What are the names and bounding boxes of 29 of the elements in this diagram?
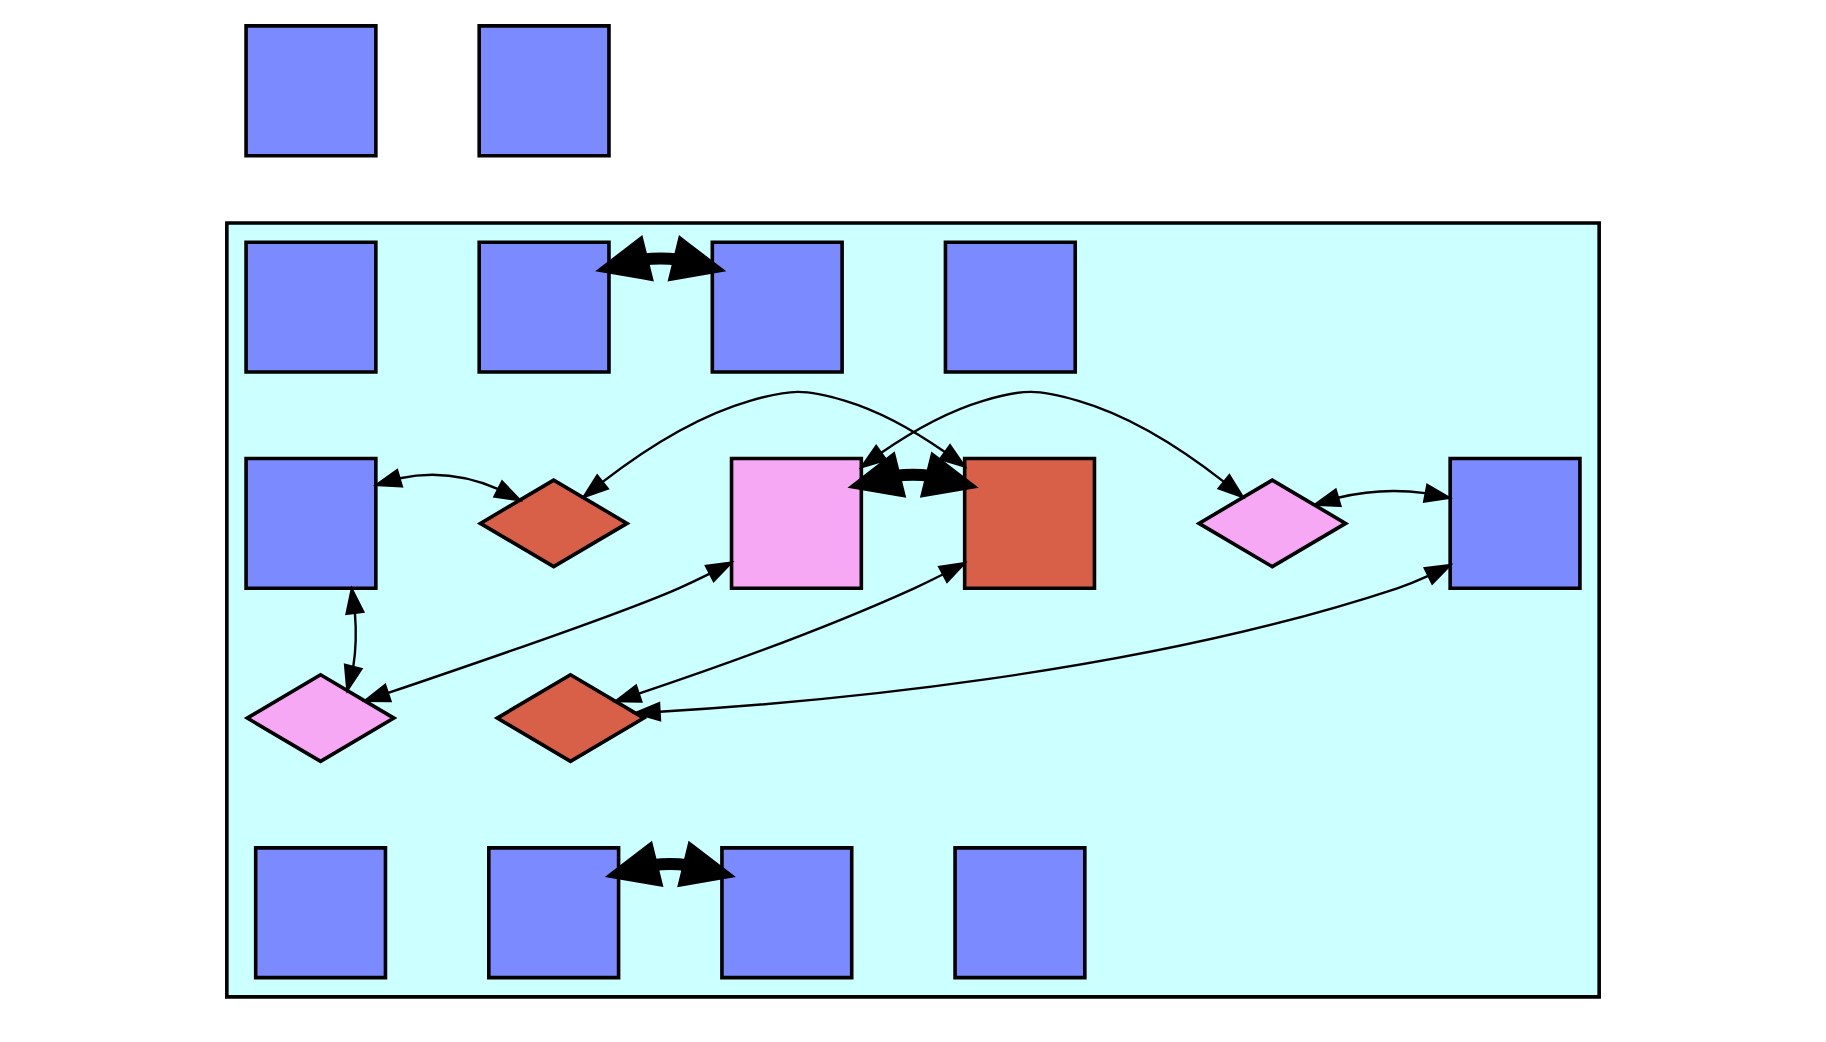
- arrow: [847, 451, 979, 498]
- node-box: [244, 24, 378, 158]
- arrow: [631, 563, 1454, 722]
- node-box: [477, 240, 611, 374]
- node-diamond: [243, 672, 398, 764]
- node-box: [953, 846, 1087, 980]
- arrow: [361, 560, 735, 703]
- arrow: [595, 235, 727, 282]
- node-box: [487, 846, 621, 980]
- node-box: [943, 240, 1078, 374]
- cluster: [225, 221, 1601, 999]
- node-box: [244, 240, 378, 374]
- node-box: [244, 456, 378, 591]
- node-box: [729, 456, 864, 591]
- arrow: [858, 390, 1246, 500]
- arrow: [343, 585, 366, 694]
- arrow: [612, 561, 968, 703]
- arrow: [372, 468, 523, 502]
- node-box: [1448, 456, 1582, 591]
- node-box: [477, 24, 611, 158]
- node-diamond: [493, 672, 648, 764]
- node-box: [720, 846, 854, 980]
- arrow: [604, 840, 736, 888]
- node-box: [962, 456, 1097, 591]
- arrow: [580, 390, 968, 500]
- node-box: [253, 846, 388, 980]
- node-box: [710, 240, 844, 374]
- node-diamond: [1195, 478, 1350, 569]
- arrow: [1311, 483, 1453, 508]
